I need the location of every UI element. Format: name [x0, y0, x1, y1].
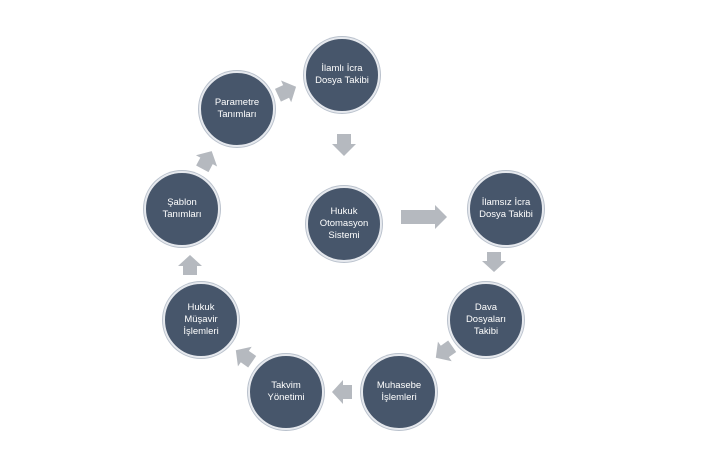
node-hukuk-musavir: Hukuk Müşavir İşlemleri [163, 282, 239, 358]
node-muhasebe: Muhasebe İşlemleri [361, 354, 437, 430]
arrow-ilamsiz-to-dava [482, 252, 506, 272]
node-parametre-label: Parametre Tanımları [214, 97, 260, 120]
node-sablon: Şablon Tanımları [144, 171, 220, 247]
arrow-muhasebe-to-takvim [332, 380, 352, 404]
node-takvim: Takvim Yönetimi [248, 354, 324, 430]
arrow-sablon-to-parametre [195, 151, 218, 173]
arrow-center-to-ilamsiz [401, 205, 447, 229]
node-ilamsiz-icra: İlamsız İcra Dosya Takibi [468, 171, 544, 247]
node-hukuk-musavir-label: Hukuk Müşavir İşlemleri [183, 302, 219, 337]
node-takvim-label: Takvim Yönetimi [267, 380, 305, 403]
node-muhasebe-label: Muhasebe İşlemleri [376, 380, 422, 403]
arrow-dava-to-muhasebe [435, 340, 457, 362]
node-ilamli-icra: İlamlı İcra Dosya Takibi [304, 37, 380, 113]
node-ilamli-icra-label: İlamlı İcra Dosya Takibi [315, 63, 369, 86]
node-sablon-label: Şablon Tanımları [162, 197, 202, 220]
node-ilamsiz-icra-label: İlamsız İcra Dosya Takibi [479, 197, 533, 220]
node-center-label: Hukuk Otomasyon Sistemi [319, 206, 369, 241]
node-dava-dosyalari-label: Dava Dosyaları Takibi [465, 302, 507, 337]
arrow-takvim-to-hukuk-musavir [235, 346, 257, 368]
arrow-parametre-to-ilamli [274, 80, 297, 103]
arrow-ilamli-to-center [332, 134, 356, 156]
arrow-hukuk-musavir-to-sablon [178, 255, 202, 275]
node-dava-dosyalari: Dava Dosyaları Takibi [448, 282, 524, 358]
node-parametre: Parametre Tanımları [199, 71, 275, 147]
node-center-hukuk-otomasyon: Hukuk Otomasyon Sistemi [306, 186, 382, 262]
